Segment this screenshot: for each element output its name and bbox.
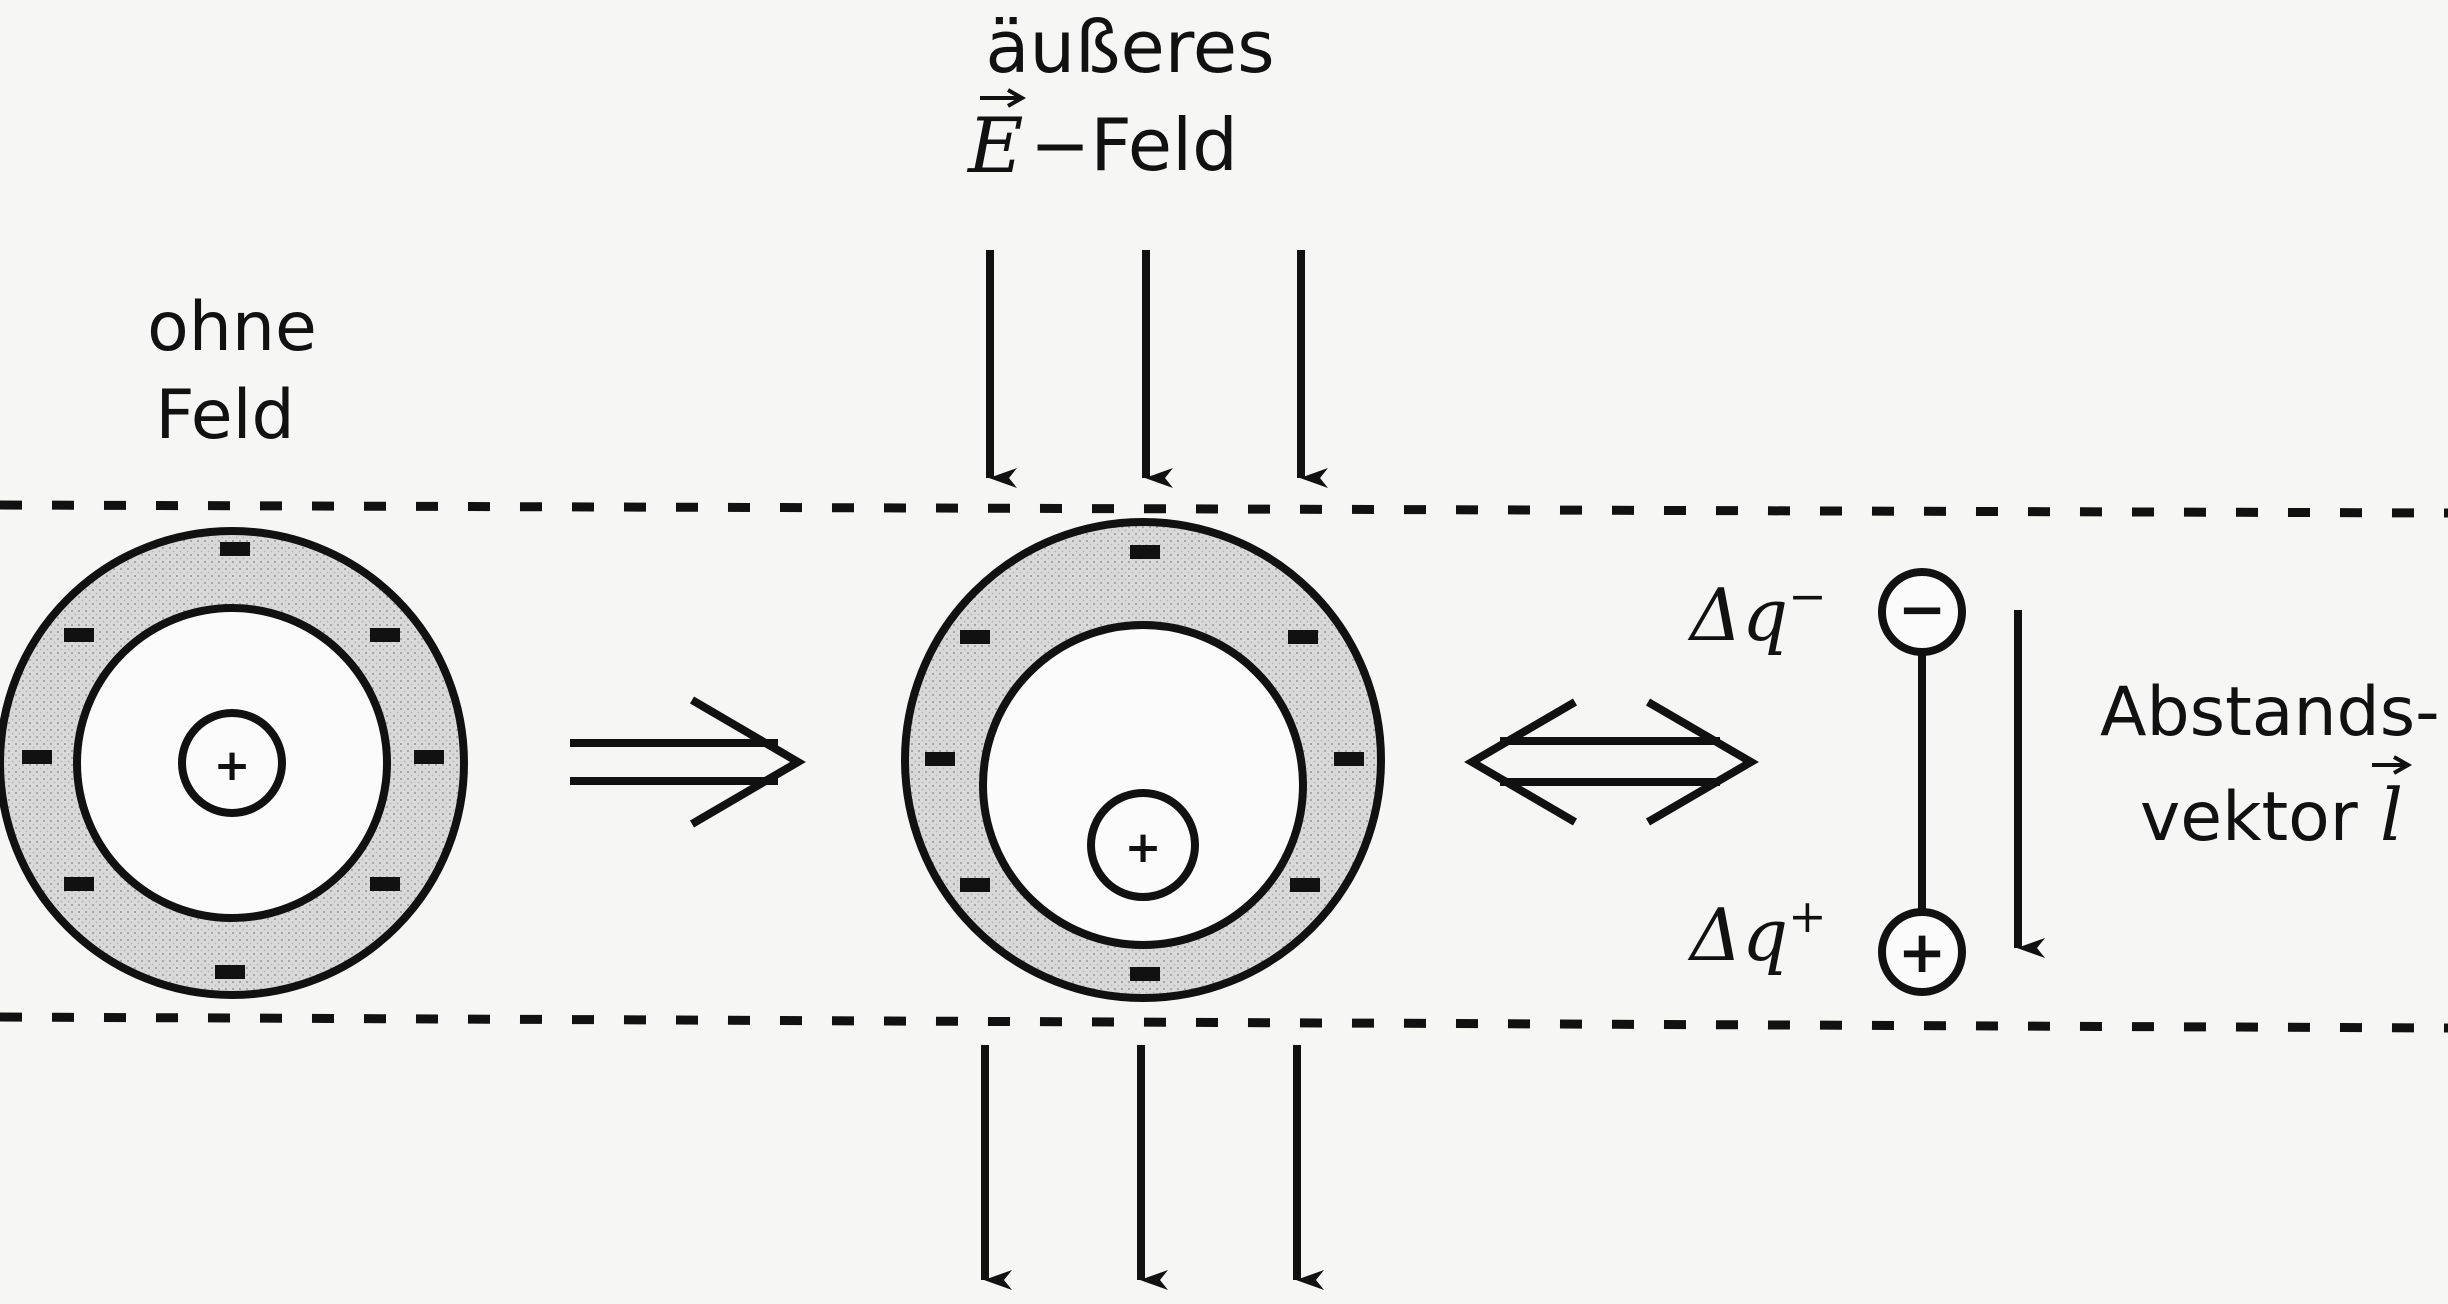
outgoing-field-arrows [981,1045,1324,1290]
electron-charges [22,542,444,979]
incoming-field-arrows [986,250,1328,488]
electron-minus-icon [414,750,444,764]
electron-minus-icon [1288,630,1318,644]
no-field-label: ohne Feld [147,288,317,455]
delta-q-plus-label: Δq+ [1687,889,1827,977]
double-right-arrow-icon [570,696,806,828]
nucleus [1087,789,1199,901]
delta-q-minus-label: Δq− [1687,569,1827,657]
field-title: äußeres E −Feld [966,5,1275,190]
field-title-line1: äußeres [985,5,1274,89]
electron-minus-icon [1290,878,1320,892]
positive-charge-sign: + [1898,918,1947,986]
vector-arrowhead-e-icon [1007,88,1027,108]
electron-minus-icon [370,628,400,642]
electron-minus-icon [1130,967,1160,981]
electron-minus-icon [960,630,990,644]
no-field-line2: Feld [155,376,294,455]
electron-minus-icon [370,877,400,891]
distance-symbol-l: l [2380,773,2403,857]
nucleus-plus-sign: + [214,740,251,791]
delta-q-plus-base: Δq [1687,893,1788,977]
electron-minus-icon [1334,752,1364,766]
electron-minus-icon [925,752,955,766]
negative-charge-sign: − [1898,575,1947,643]
electron-minus-icon [64,877,94,891]
electron-minus-icon [960,878,990,892]
inner-region [979,621,1307,949]
electron-charges [925,545,1364,981]
distance-label-line2: vektor [2140,778,2358,857]
positive-charge-circle [1878,908,1966,996]
electron-minus-icon [220,542,250,556]
dipole: − + Δq− Δq+ [1687,568,2045,996]
field-symbol-e: E [966,101,1023,190]
vector-arrowhead-l-icon [2393,755,2413,775]
upper-dashed-line [0,500,2448,518]
atom-in-field: + [901,518,1385,1002]
field-title-rest: −Feld [1030,103,1238,187]
electron-minus-icon [22,750,52,764]
electron-minus-icon [64,628,94,642]
atom-without-field: + [0,527,468,999]
lower-dashed-line [0,1012,2448,1033]
nucleus-plus-sign: + [1125,822,1162,873]
distance-vector-label: Abstands- vektor l [2100,673,2440,857]
delta-q-minus-sup: − [1788,569,1827,623]
no-field-line1: ohne [147,288,317,367]
delta-q-plus-sup: + [1788,889,1827,943]
electron-minus-icon [215,965,245,979]
electron-minus-icon [1130,545,1160,559]
negative-charge-circle [1878,568,1966,656]
nucleus [178,709,286,817]
delta-q-minus-base: Δq [1687,573,1788,657]
distance-label-line1: Abstands- [2100,673,2440,752]
double-left-right-arrow-icon [1464,698,1759,826]
